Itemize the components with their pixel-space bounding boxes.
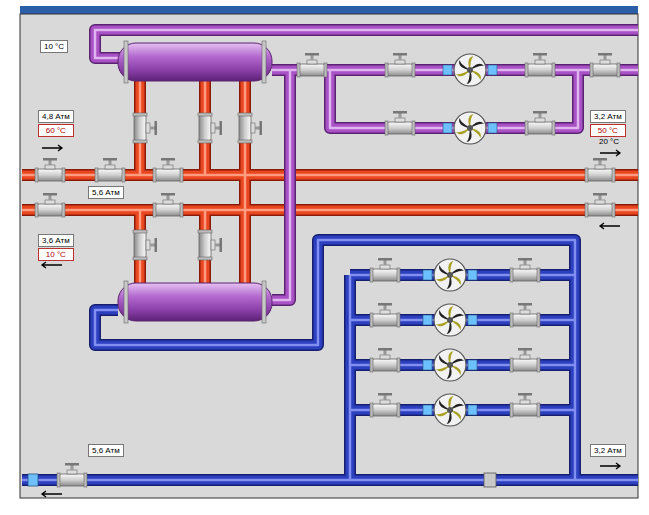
cold-pipe xyxy=(22,240,638,480)
readout-value: 5,6 Атм xyxy=(88,186,124,199)
cold-pipe-highlight xyxy=(22,240,638,480)
valve-symbol xyxy=(525,111,555,135)
valve-symbol xyxy=(510,348,540,372)
temperature-label: 20 °C xyxy=(598,137,620,146)
valve-symbol xyxy=(510,393,540,417)
readout-value: 60 °C xyxy=(38,124,74,137)
exchanger-flange xyxy=(262,41,266,83)
readout-group: 5,6 Атм xyxy=(88,186,124,199)
readout-value: 50 °C xyxy=(590,124,626,137)
pump-symbol xyxy=(423,259,477,291)
panel-ground xyxy=(20,14,638,498)
valve-symbol xyxy=(590,53,620,77)
valve-symbol xyxy=(95,158,125,182)
readout-group: 4,8 Атм60 °C xyxy=(38,110,74,137)
flow-arrow xyxy=(600,223,620,229)
loop-pipe-outline xyxy=(95,30,638,300)
flow-arrow xyxy=(600,463,620,469)
valve-symbol xyxy=(297,53,327,77)
pipe-outlet xyxy=(28,474,38,486)
heat-exchanger xyxy=(118,43,272,81)
exchanger-flange xyxy=(124,41,128,83)
pump-symbol xyxy=(423,304,477,336)
readout-value: 10 °C xyxy=(38,248,74,261)
valve-symbol xyxy=(35,158,65,182)
valve-symbol xyxy=(198,113,222,143)
valve-symbol xyxy=(153,193,183,217)
valve-symbol xyxy=(198,230,222,260)
flow-arrow xyxy=(42,145,62,151)
valve-symbol xyxy=(35,193,65,217)
readout-value: 3,2 Атм xyxy=(590,110,626,123)
pump-symbol xyxy=(423,394,477,426)
valve-symbol xyxy=(510,303,540,327)
valve-symbol xyxy=(133,230,157,260)
readout-group: 5,6 Атм xyxy=(88,444,124,457)
pump-symbol xyxy=(423,349,477,381)
exchanger-flange xyxy=(262,281,266,323)
pump-symbol xyxy=(443,54,497,86)
valve-symbol xyxy=(370,393,400,417)
valve-symbol xyxy=(370,258,400,282)
valve-symbol xyxy=(238,113,262,143)
readout-value: 10 °C xyxy=(40,40,68,53)
valve-symbol xyxy=(585,193,615,217)
heat-exchanger xyxy=(118,283,272,321)
readout-value: 3,2 Атм xyxy=(590,444,626,457)
readout-group: 3,6 Атм10 °C xyxy=(38,234,74,261)
valve-symbol xyxy=(525,53,555,77)
valve-symbol xyxy=(510,258,540,282)
valve-symbol xyxy=(153,158,183,182)
valve-symbol xyxy=(585,158,615,182)
valve-symbol xyxy=(385,53,415,77)
readout-group: 3,2 Атм xyxy=(590,444,626,457)
readout-value: 5,6 Атм xyxy=(88,444,124,457)
cold-pipe-outline xyxy=(22,240,638,480)
readout-value: 4,8 Атм xyxy=(38,110,74,123)
exchanger-flange xyxy=(124,281,128,323)
readout-group: 3,2 Атм50 °C xyxy=(590,110,626,137)
readout-value: 3,6 Атм xyxy=(38,234,74,247)
flow-arrow xyxy=(600,150,620,156)
valve-symbol xyxy=(57,463,87,487)
pipe-coupling xyxy=(484,473,496,487)
loop-pipe xyxy=(95,30,638,300)
valve-symbol xyxy=(385,111,415,135)
readout-group: 10 °C xyxy=(40,40,68,53)
pump-symbol xyxy=(443,112,497,144)
loop-pipe-highlight xyxy=(95,30,638,300)
valve-symbol xyxy=(133,113,157,143)
valve-symbol xyxy=(370,348,400,372)
valve-symbol xyxy=(370,303,400,327)
flow-arrow xyxy=(42,262,62,268)
flow-arrow xyxy=(42,491,62,497)
